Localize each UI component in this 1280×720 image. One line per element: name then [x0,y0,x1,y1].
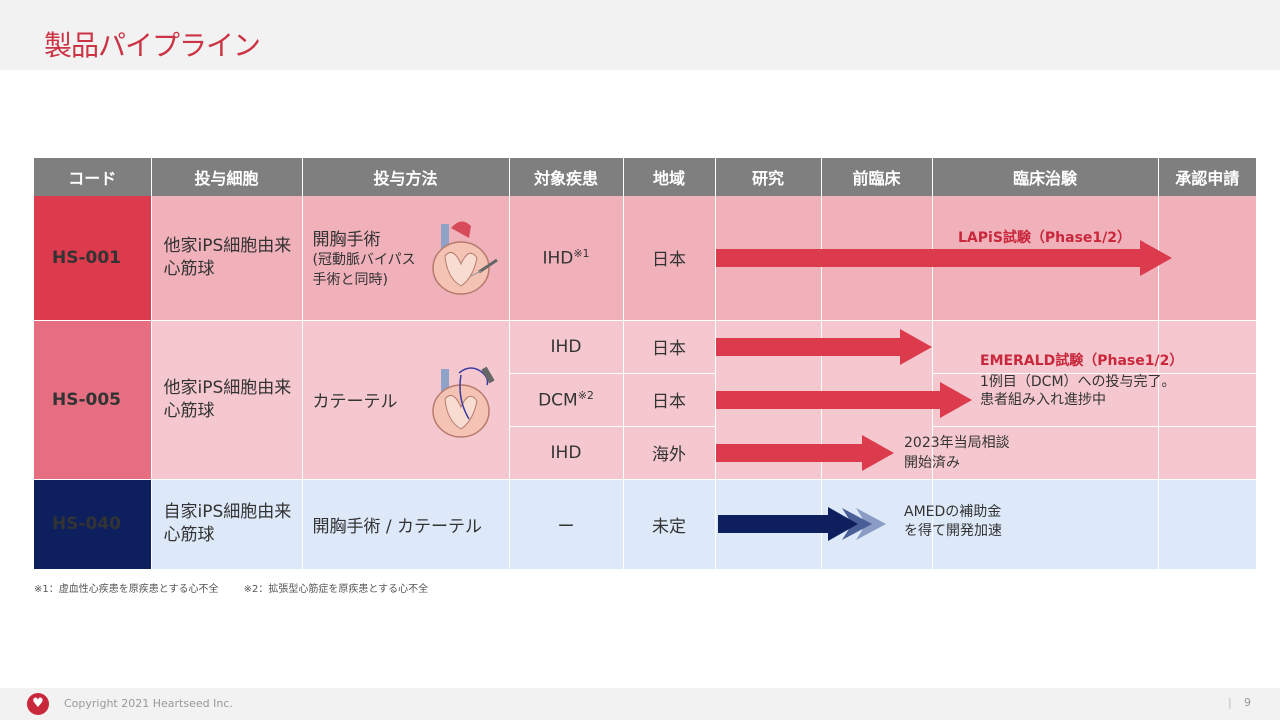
header-clinical: 臨床治験 [932,158,1159,196]
cell-type-hs005: 他家iPS細胞由来心筋球 [151,320,303,480]
header-cell: 投与細胞 [151,158,303,196]
footer: ♥ Copyright 2021 Heartseed Inc. | 9 [0,688,1280,720]
phase-research-hs001 [715,196,822,321]
region-hs001: 日本 [623,196,716,321]
disease-hs005-2: DCM※2 [509,373,624,427]
header-method: 投与方法 [302,158,510,196]
method-sub-hs001: (冠動脈バイパス手術と同時) [312,252,416,289]
pipeline-table: コード 投与細胞 投与方法 対象疾患 地域 研究 前臨床 臨床治験 承認申請 H… [34,158,1257,570]
code-hs001: HS-001 [34,196,152,321]
phase-approval-hs005-3 [1158,426,1257,480]
cell-type-hs005-text: 他家iPS細胞由来心筋球 [163,377,292,421]
method-hs005-text: カテーテル [312,392,398,412]
page-title: 製品パイプライン [44,29,261,62]
method-hs005: カテーテル [302,320,510,480]
disease-hs005-3-text: IHD [550,442,582,463]
table-row-hs005-3: IHD 海外 [34,426,1257,480]
code-hs005: HS-005 [34,320,152,480]
title-bar: 製品パイプライン [0,0,1280,70]
disease-hs005-1-text: IHD [550,336,582,357]
annotation-amed-line1: AMEDの補助金 [904,504,1002,520]
table-row-hs040: HS-040 自家iPS細胞由来心筋球 開胸手術 / カテーテル ー 未定 [34,479,1257,570]
method-hs001: 開胸手術 (冠動脈バイパス手術と同時) [302,196,510,321]
phase-clinical-hs005-1 [932,320,1159,374]
phase-approval-hs005-1 [1158,320,1257,374]
code-hs040: HS-040 [34,479,152,570]
footer-separator: | [1228,696,1232,709]
phase-research-hs040 [715,479,822,570]
header-preclinical: 前臨床 [821,158,933,196]
copyright-text: Copyright 2021 Heartseed Inc. [64,697,233,710]
region-hs005-1: 日本 [623,320,716,374]
footnote-1: ※1：虚血性心疾患を原疾患とする心不全 [34,584,219,595]
annotation-amed-line2: を得て開発加速 [904,523,1002,539]
page-number: 9 [1244,696,1251,709]
disease-hs005-3: IHD [509,426,624,480]
region-hs040: 未定 [623,479,716,570]
disease-hs040: ー [509,479,624,570]
phase-research-hs005 [715,320,822,480]
cell-type-hs040: 自家iPS細胞由来心筋球 [151,479,303,570]
annotation-emerald-title: EMERALD試験（Phase1/2） [980,353,1184,369]
disease-hs001-text: IHD [542,248,574,269]
method-main-hs001: 開胸手術 [312,230,381,251]
phase-clinical-hs040 [932,479,1159,570]
disease-hs001: IHD※1 [509,196,624,321]
phase-clinical-hs001 [932,196,1159,321]
annotation-emerald-line1: 1例目（DCM）への投与完了。 [980,374,1176,390]
region-hs005-2: 日本 [623,373,716,427]
phase-approval-hs040 [1158,479,1257,570]
header-approval: 承認申請 [1158,158,1256,196]
cell-type-hs001-text: 他家iPS細胞由来心筋球 [163,235,292,279]
heart-catheter-icon [431,366,495,438]
disease-hs001-note: ※1 [573,246,590,260]
annotation-lapis: LAPiS試験（Phase1/2） [958,230,1131,246]
phase-preclinical-hs001 [821,196,933,321]
annotation-overseas-line2: 開始済み [904,455,960,471]
phase-clinical-hs005-3 [932,426,1159,480]
region-hs005-3: 海外 [623,426,716,480]
cell-type-hs040-text: 自家iPS細胞由来心筋球 [163,502,292,545]
phase-approval-hs005-2 [1158,373,1257,427]
disease-hs005-2-text: DCM [538,390,578,411]
disease-hs005-1: IHD [509,320,624,374]
annotation-overseas-line1: 2023年当局相談 [904,435,1010,451]
heart-logo-icon: ♥ [27,693,49,715]
footnote-2: ※2：拡張型心筋症を原疾患とする心不全 [243,584,429,595]
header-code: コード [34,158,152,196]
cell-type-hs001: 他家iPS細胞由来心筋球 [151,196,303,321]
annotation-emerald-line2: 患者組み入れ進捗中 [980,392,1106,408]
heart-surgery-icon [431,221,498,295]
header-research: 研究 [715,158,822,196]
header-region: 地域 [623,158,716,196]
method-hs040: 開胸手術 / カテーテル [302,479,510,570]
header-disease: 対象疾患 [509,158,624,196]
table-header-row: コード 投与細胞 投与方法 対象疾患 地域 研究 前臨床 臨床治験 承認申請 [34,158,1256,196]
footnotes: ※1：虚血性心疾患を原疾患とする心不全 ※2：拡張型心筋症を原疾患とする心不全 [34,580,450,595]
table-row-hs001: HS-001 他家iPS細胞由来心筋球 開胸手術 (冠動脈バイパス手術と同時) … [34,196,1257,321]
phase-approval-hs001 [1158,196,1257,321]
disease-hs005-2-note: ※2 [577,388,594,402]
